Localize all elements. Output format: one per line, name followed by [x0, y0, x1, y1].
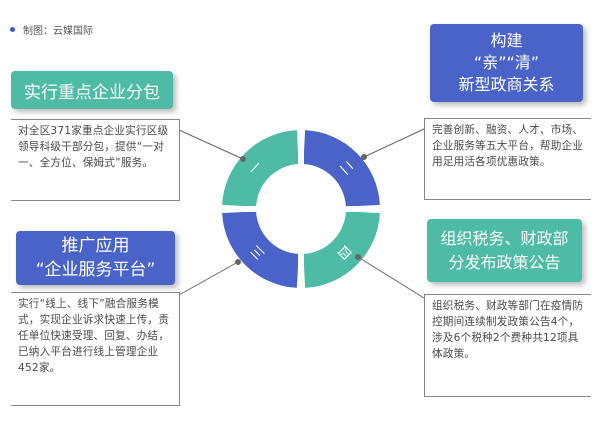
text-policy-announcements: 组织税务、财政等部门在疫情防控期间连续制发政策公告4个，涉及6个税种2个费种共1… [432, 300, 584, 360]
connector-dot-top-right [361, 154, 367, 160]
title-service-platform-line2: “企业服务平台” [35, 260, 156, 280]
ring-segment-four [303, 211, 380, 288]
credit-text: 制图：云媒国际 [23, 26, 93, 37]
title-key-enterprises: 实行重点企业分包 [11, 71, 173, 109]
bracket-bottom-left [11, 292, 180, 406]
connector-bottom-right [357, 256, 425, 299]
title-policy-line1: 组织税务、财政部 [440, 228, 569, 248]
ring-segment-one [222, 130, 299, 207]
title-service-platform: 推广应用 “企业服务平台” [16, 231, 175, 285]
text-service-platform: 实行“线上、线下”融合服务模式，实现企业诉求快速上传，责任单位快速受理、回复、办… [18, 298, 170, 374]
title-gov-business-line2: “亲”“清” [473, 53, 540, 72]
title-key-enterprises-text: 实行重点企业分包 [24, 82, 160, 103]
connector-dot-top-left [240, 156, 246, 162]
title-gov-business-line1: 构建 [490, 31, 523, 50]
connector-bottom-left [178, 261, 239, 296]
title-gov-business-line3: 新型政商关系 [458, 75, 555, 94]
ring-segment-three [222, 211, 299, 288]
connector-top-left [178, 129, 244, 160]
title-policy-announcements: 组织税务、财政部 分发布政策公告 [427, 219, 582, 282]
text-gov-business-relations: 完善创新、融资、人才、市场、企业服务等五大平台，帮助企业用足用活各项优惠政策。 [432, 124, 584, 168]
connector-dot-bottom-right [355, 254, 361, 260]
ring: 一二四三 [220, 128, 382, 290]
ring-segment-two [303, 130, 380, 207]
title-service-platform-line1: 推广应用 [61, 236, 130, 256]
connector-dot-bottom-left [235, 259, 241, 265]
title-gov-business-relations: 构建 “亲”“清” 新型政商关系 [430, 24, 583, 102]
bracket-bottom-right [424, 294, 591, 397]
connector-top-right [363, 128, 425, 158]
text-key-enterprises: 对全区371家重点企业实行区级领导科级干部分包，提供“一对一、全方位、保姆式”服… [18, 125, 169, 169]
credit: 制图：云媒国际 [10, 22, 93, 37]
connector-lines [178, 128, 425, 299]
title-policy-line2: 分发布政策公告 [448, 252, 561, 272]
bracket-top-right [424, 118, 591, 200]
bracket-top-left [11, 119, 180, 201]
bullet-dot [10, 27, 15, 32]
